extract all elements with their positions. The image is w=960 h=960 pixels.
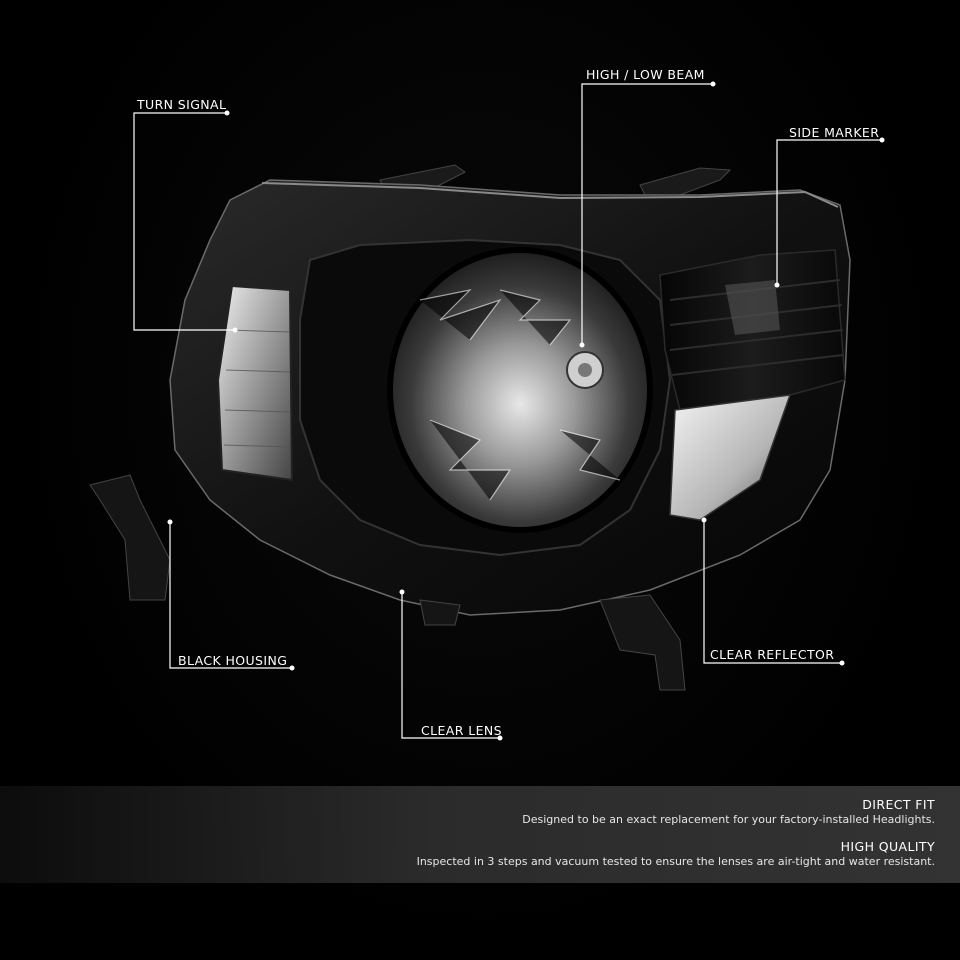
leader-clear-reflector	[703, 520, 842, 664]
callout-turn-signal: TURN SIGNAL	[137, 97, 227, 112]
leader-side-marker	[776, 139, 882, 285]
feature-title-high-quality: HIGH QUALITY	[840, 839, 935, 854]
turn-signal-lens	[216, 284, 294, 482]
callout-high-low-beam: HIGH / LOW BEAM	[586, 67, 705, 82]
feature-title-direct-fit: DIRECT FIT	[862, 797, 935, 812]
leader-high-low-beam	[581, 83, 713, 345]
clear-corner-reflector	[669, 394, 792, 521]
callout-clear-lens: CLEAR LENS	[421, 723, 502, 738]
feature-info-panel: DIRECT FIT Designed to be an exact repla…	[0, 786, 960, 883]
callout-dots	[167, 81, 885, 741]
callout-lines	[133, 83, 882, 739]
callout-black-housing: BLACK HOUSING	[178, 653, 288, 668]
top-trim	[261, 182, 839, 208]
top-mount-tab-right	[639, 167, 732, 196]
bracket-left	[89, 474, 171, 601]
leader-turn-signal	[133, 112, 235, 331]
bracket-bottom	[419, 599, 461, 626]
feature-desc-direct-fit: Designed to be an exact replacement for …	[522, 813, 935, 826]
reflector-bowl	[387, 247, 653, 533]
callout-clear-reflector: CLEAR REFLECTOR	[710, 647, 835, 662]
callout-side-marker: SIDE MARKER	[789, 125, 880, 140]
leader-black-housing	[169, 522, 292, 669]
feature-desc-high-quality: Inspected in 3 steps and vacuum tested t…	[416, 855, 935, 868]
leader-clear-lens	[401, 592, 500, 739]
bracket-right	[599, 594, 686, 691]
